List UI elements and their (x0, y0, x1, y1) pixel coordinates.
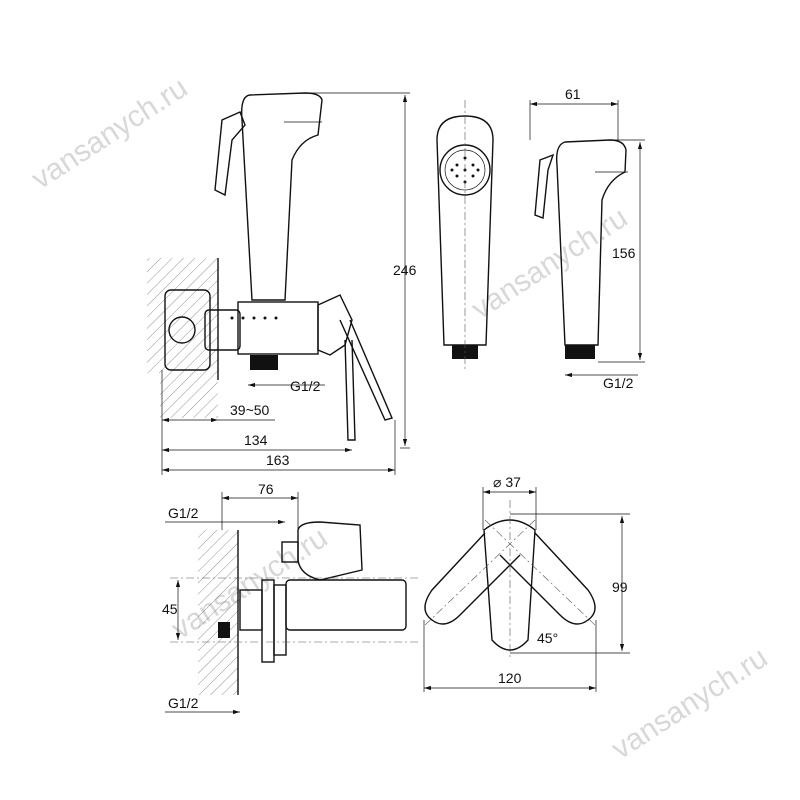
svg-text:vansanych.ru: vansanych.ru (166, 521, 334, 646)
svg-text:vansanych.ru: vansanych.ru (606, 641, 774, 766)
dim-g12-top: G1/2 (168, 505, 199, 521)
shower-side-view: 61 156 G1/2 (529, 86, 645, 391)
dim-61: 61 (565, 86, 581, 102)
dim-g12-side: G1/2 (290, 378, 321, 394)
dim-163: 163 (266, 452, 290, 468)
dim-g12-bottom: G1/2 (168, 695, 199, 711)
shower-front-view (436, 100, 494, 370)
dim-134: 134 (244, 432, 268, 448)
dim-120: 120 (498, 670, 522, 686)
dim-99: 99 (612, 579, 628, 595)
svg-text:vansanych.ru: vansanych.ru (466, 201, 634, 326)
dim-156: 156 (612, 245, 636, 261)
dim-76: 76 (258, 481, 274, 497)
dim-g12-shower: G1/2 (603, 375, 634, 391)
dim-45-degree: 45° (537, 630, 558, 646)
svg-text:vansanych.ru: vansanych.ru (26, 71, 194, 196)
side-view: 246 G1/2 39~50 134 163 (147, 92, 417, 475)
dim-39-50: 39~50 (230, 402, 270, 418)
dim-45: 45 (162, 601, 178, 617)
handle-view: ⌀ 37 99 45° 120 (423, 474, 630, 692)
watermark: vansanych.ru vansanych.ru vansanych.ru v… (26, 71, 774, 766)
top-view: 76 G1/2 45 G1/2 (162, 481, 420, 715)
dim-diameter-37: ⌀ 37 (493, 474, 521, 490)
dim-246: 246 (393, 262, 417, 278)
